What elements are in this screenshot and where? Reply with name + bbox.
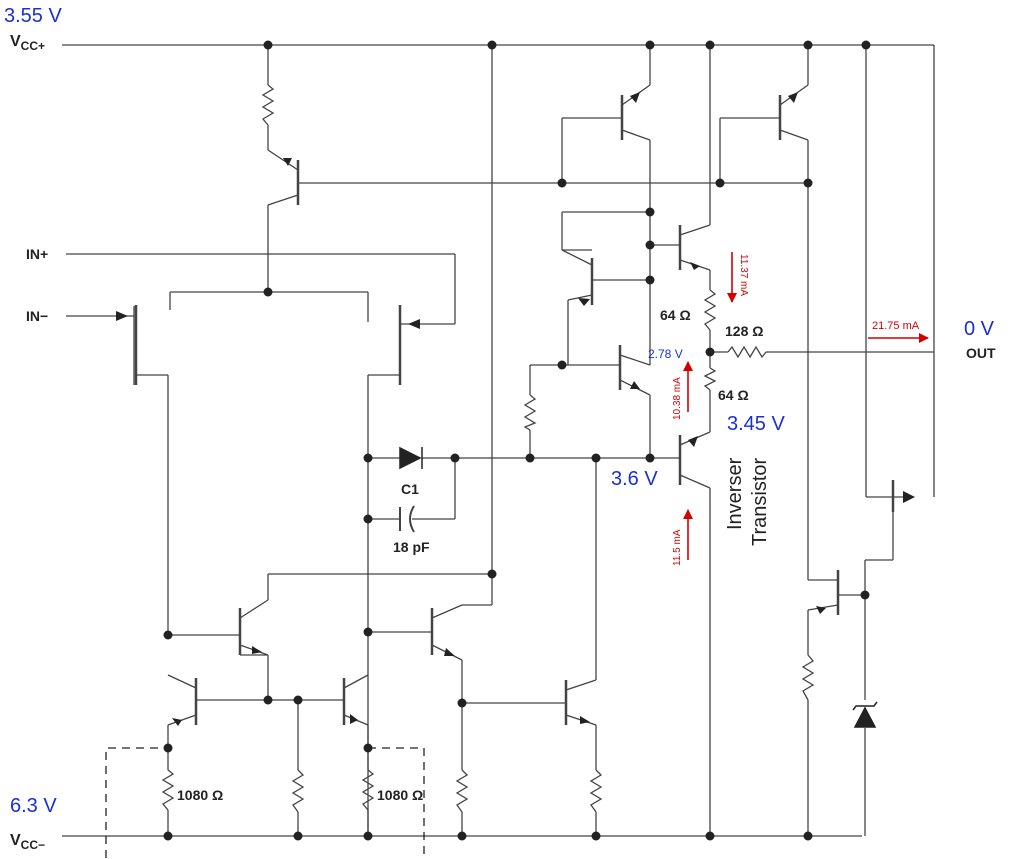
label-c1-value: 18 pF [393,539,430,555]
label-c1-name: C1 [401,481,419,497]
transistors [134,95,895,725]
resistor-1080-right [361,769,375,811]
label-r-lower: 64 Ω [718,387,749,403]
current-output: 21.75 mA [872,320,920,332]
current-upper-branch: 11.37 mA [738,254,749,296]
label-in-plus: IN+ [26,246,48,262]
resistor-1080-left [161,769,175,811]
voltage-base-node: 3.6 V [611,468,658,490]
label-vcc-plus: VCC+ [10,33,45,53]
wires [62,44,935,837]
voltage-midpoint: 2.78 V [648,347,683,361]
voltage-output: 0 V [964,318,995,340]
label-inverser: Inverser [724,457,746,530]
capacitor-c1 [399,505,415,533]
emitter-arrows [116,92,915,726]
resistor-808 [801,654,815,701]
resistor-64-lower [703,367,717,391]
resistor-128 [727,345,767,359]
junction-dots [163,40,871,841]
resistor-center [291,769,305,813]
current-arrows [683,252,929,560]
zener-diode [852,701,878,728]
label-in-minus: IN− [26,308,48,324]
voltage-inverser-emitter: 3.45 V [727,413,785,435]
label-r-upper: 64 Ω [660,307,691,323]
dashed-external-resistors [105,747,425,858]
resistor-596 [589,769,603,813]
voltage-vcc-minus: 6.3 V [10,795,57,817]
current-inverser-base: 11.5 mA [672,529,683,566]
label-transistor: Transistor [749,457,771,546]
resistor-64-upper [703,289,717,331]
voltage-vcc-plus: 3.55 V [4,5,62,27]
resistor-462 [455,769,469,813]
label-r-left: 1080 Ω [177,787,223,803]
diode-c1 [399,446,423,470]
current-lower-branch: 10.38 mA [672,377,683,420]
label-vcc-minus: VCC− [10,832,45,852]
resistors [161,84,815,813]
resistor-current-source [261,84,275,126]
label-r-output: 128 Ω [725,323,763,339]
labels: 3.55 V 6.3 V 0 V 3.6 V 3.45 V 2.78 V 11.… [4,5,996,852]
label-r-right: 1080 Ω [377,787,423,803]
label-out: OUT [966,345,996,361]
resistor-bias [523,394,537,431]
